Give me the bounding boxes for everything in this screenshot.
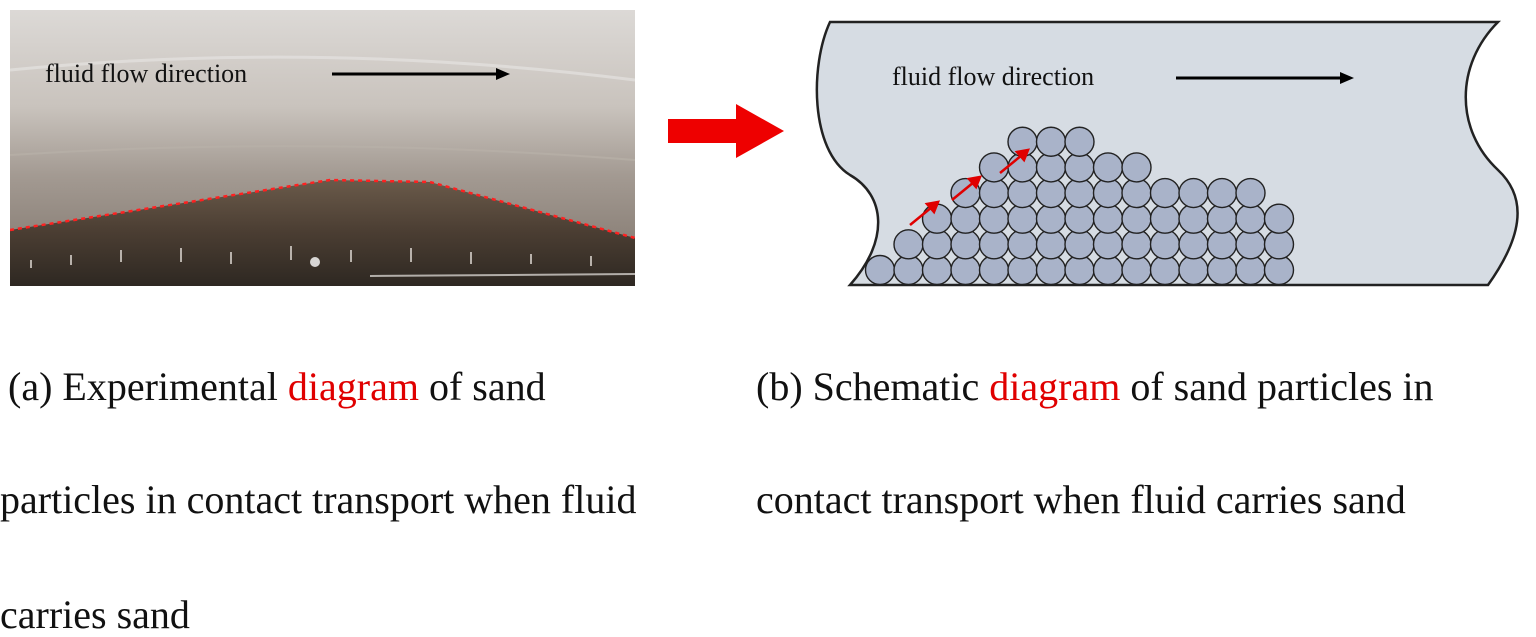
- sand-particle: [1206, 229, 1238, 260]
- sand-bed-outline: [10, 178, 635, 240]
- caption-a-line1: (a) Experimental diagram of sand: [8, 364, 546, 409]
- sand-particle: [1007, 177, 1038, 209]
- sand-particle: [978, 177, 1010, 209]
- caption-a-line2: particles in contact transport when flui…: [0, 477, 637, 522]
- sand-particle: [1092, 177, 1124, 209]
- sand-particle: [921, 229, 953, 260]
- sand-particle: [1178, 229, 1209, 260]
- flow-direction-arrow: [332, 68, 510, 80]
- sand-particle: [1235, 254, 1266, 286]
- sand-particle: [1206, 177, 1238, 209]
- saltation-arrows: [909, 148, 1030, 226]
- sand-particle: [978, 254, 1010, 286]
- sand-particle: [1178, 254, 1209, 286]
- sand-particle: [893, 254, 924, 286]
- sand-particle: [893, 229, 924, 260]
- caption-b-highlight: diagram: [989, 364, 1121, 409]
- sand-bed: [10, 180, 635, 286]
- sand-particle: [1121, 203, 1152, 234]
- sand-particle: [1235, 203, 1266, 234]
- experimental-photo: fluid flow direction: [10, 10, 635, 286]
- sand-particle: [921, 254, 953, 286]
- sand-particle: [1007, 229, 1038, 260]
- sand-particle: [1035, 254, 1067, 286]
- sand-particle: [1149, 177, 1181, 209]
- sand-particle: [1035, 152, 1067, 183]
- flow-direction-label: fluid flow direction: [892, 62, 1094, 91]
- sand-particle: [1121, 152, 1152, 183]
- sand-particle: [1035, 126, 1067, 157]
- sand-particle: [1007, 254, 1038, 286]
- caption-b-line1: (b) Schematic diagram of sand particles …: [756, 364, 1434, 409]
- sand-particle: [1149, 254, 1181, 286]
- sand-particle: [1121, 254, 1152, 286]
- sand-particle: [1064, 152, 1095, 183]
- sand-particle: [1121, 177, 1152, 209]
- sand-particle: [1263, 203, 1295, 234]
- sand-particle: [1149, 229, 1181, 260]
- sand-particle: [1178, 203, 1209, 234]
- sand-particle: [950, 229, 981, 260]
- sand-particle: [1035, 177, 1067, 209]
- sand-particle: [978, 203, 1010, 234]
- sand-particle: [1206, 203, 1238, 234]
- sand-particle: [1149, 203, 1181, 234]
- caption-a-line3: carries sand: [0, 592, 190, 637]
- sand-particle: [950, 203, 981, 234]
- sand-particle: [1092, 229, 1124, 260]
- sand-particle: [1064, 126, 1095, 157]
- flow-direction-arrow: [1176, 72, 1354, 84]
- sand-particle: [1064, 254, 1095, 286]
- transition-arrow-icon: [668, 104, 784, 158]
- schematic-pipe-diagram: fluid flow direction: [815, 20, 1519, 287]
- sand-particle: [1064, 229, 1095, 260]
- caption-a-highlight: diagram: [287, 364, 419, 409]
- sand-particle: [1206, 254, 1238, 286]
- sand-particle: [1235, 177, 1266, 209]
- sand-particle: [1092, 152, 1124, 183]
- sand-particle: [864, 254, 896, 286]
- sand-particle: [1007, 203, 1038, 234]
- sand-particle: [950, 254, 981, 286]
- sand-particle: [1121, 229, 1152, 260]
- sand-particle: [1035, 203, 1067, 234]
- caption-b-line2: contact transport when fluid carries san…: [756, 477, 1406, 522]
- sand-particle: [1178, 177, 1209, 209]
- tube-reflections: [30, 246, 592, 268]
- sand-particle: [978, 229, 1010, 260]
- sand-particle: [1035, 229, 1067, 260]
- flow-direction-label: fluid flow direction: [45, 59, 247, 88]
- sand-particle: [921, 203, 953, 234]
- sand-particle: [978, 152, 1010, 183]
- sand-particle: [1092, 254, 1124, 286]
- sand-particle: [1064, 177, 1095, 209]
- sand-particle: [1235, 229, 1266, 260]
- sand-particle: [1092, 203, 1124, 234]
- sand-particles: [864, 126, 1295, 286]
- sand-particle: [1263, 254, 1295, 286]
- sand-particle: [1064, 203, 1095, 234]
- sand-particle: [1263, 229, 1295, 260]
